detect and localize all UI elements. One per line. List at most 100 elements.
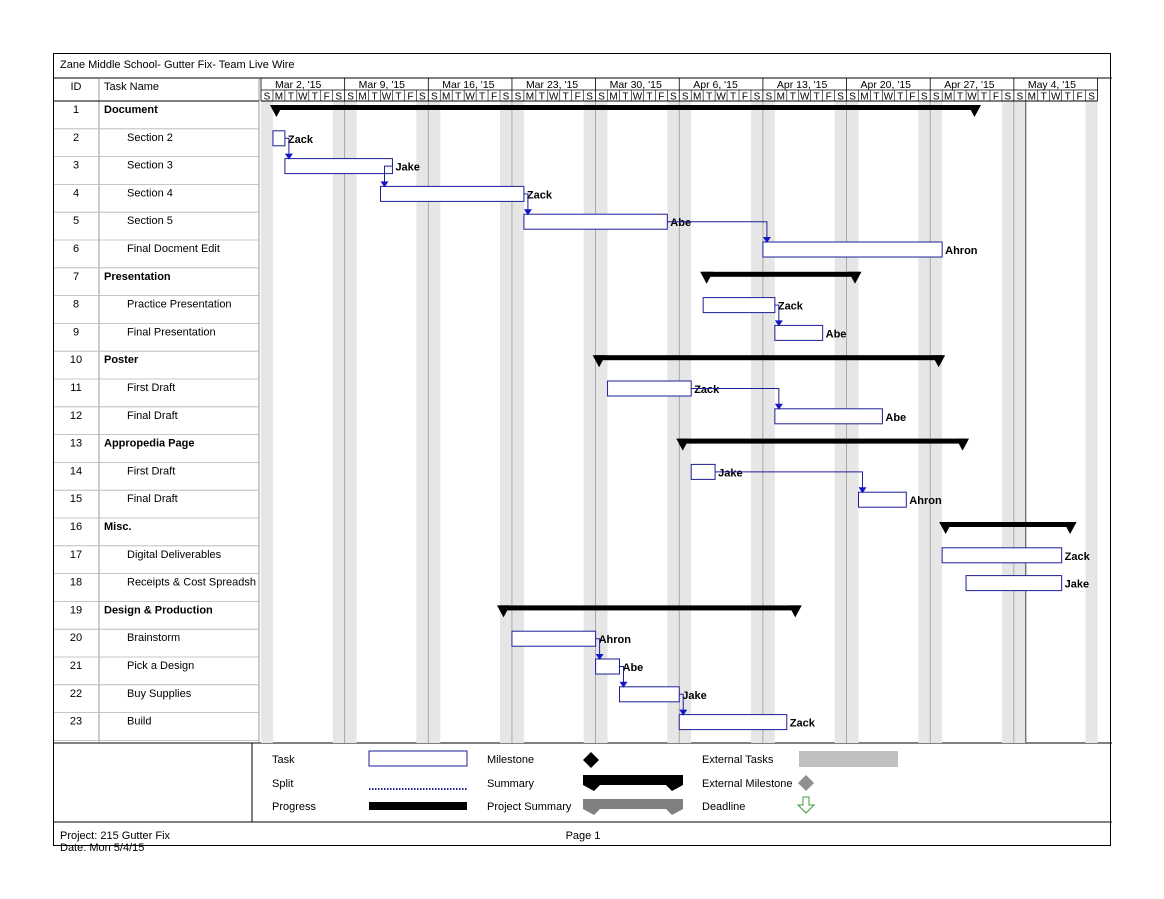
weekend-band <box>511 101 524 743</box>
task-id: 19 <box>70 604 82 616</box>
weekend-band <box>918 101 931 743</box>
task-id: 9 <box>73 326 79 338</box>
day-letter: M <box>358 92 366 103</box>
weekend-band <box>332 101 345 743</box>
day-letter: S <box>754 92 761 103</box>
task-id: 2 <box>73 132 79 144</box>
day-letter: T <box>873 92 879 103</box>
task-name: Misc. <box>104 521 132 533</box>
resource-label: Abe <box>826 328 847 340</box>
day-letter: F <box>742 92 748 103</box>
task-id: 17 <box>70 549 82 561</box>
id-column-header: ID <box>71 81 82 93</box>
legend-label: External Milestone <box>702 778 793 790</box>
day-letter: M <box>275 92 283 103</box>
weekend-band <box>1085 101 1098 743</box>
day-letter: T <box>288 92 294 103</box>
dependency-arrowhead <box>284 153 293 160</box>
task-id: 22 <box>70 688 82 700</box>
day-letter: M <box>442 92 450 103</box>
gantt-report-frame: Zane Middle School- Gutter Fix- Team Liv… <box>53 53 1112 854</box>
weekend-band <box>583 101 596 743</box>
day-letter: W <box>800 92 810 103</box>
day-letter: F <box>491 92 497 103</box>
page-number: Page 1 <box>565 830 601 842</box>
dependency-arrowhead <box>762 237 771 243</box>
summary-bar-end-cap <box>1063 522 1077 534</box>
task-name: Buy Supplies <box>127 688 192 700</box>
day-letter: S <box>419 92 426 103</box>
dependency-arrowhead <box>523 209 532 216</box>
dependency-link <box>774 304 780 322</box>
task-id: 1 <box>73 104 79 116</box>
task-bar <box>595 658 620 675</box>
day-letter: T <box>622 92 628 103</box>
task-bar <box>511 630 597 647</box>
day-letter: T <box>312 92 318 103</box>
weekend-band <box>416 101 429 743</box>
task-name: Final Docment Edit <box>127 243 220 255</box>
task-id: 16 <box>70 521 82 533</box>
week-label: Mar 16, '15 <box>442 79 494 91</box>
task-id: 14 <box>70 465 82 477</box>
day-letter: T <box>981 92 987 103</box>
dependency-arrowhead <box>679 709 688 716</box>
task-bar <box>858 491 907 508</box>
day-letter: T <box>371 92 377 103</box>
day-letter: W <box>716 92 726 103</box>
day-letter: S <box>264 92 271 103</box>
resource-label: Zack <box>778 301 804 313</box>
summary-bar-start-cap <box>497 605 510 618</box>
task-id: 21 <box>70 660 82 672</box>
task-name-column-header: Task Name <box>104 81 159 93</box>
legend-project-summary-swatch <box>583 799 683 815</box>
task-name: Appropedia Page <box>104 438 194 450</box>
task-id: 13 <box>70 438 82 450</box>
task-id: 8 <box>73 299 79 311</box>
day-letter: T <box>897 92 903 103</box>
dependency-link <box>284 137 290 155</box>
day-letter: S <box>766 92 773 103</box>
weekend-band <box>1001 101 1014 743</box>
day-letter: S <box>598 92 605 103</box>
day-letter: T <box>1065 92 1071 103</box>
resource-label: Jake <box>1065 579 1089 591</box>
resource-label: Ahron <box>909 495 942 507</box>
day-letter: T <box>957 92 963 103</box>
legend-label: Deadline <box>702 801 745 813</box>
day-letter: S <box>503 92 510 103</box>
day-letter: M <box>860 92 868 103</box>
resource-label: Zack <box>288 134 314 146</box>
task-bar <box>690 463 716 480</box>
task-name: Practice Presentation <box>127 299 232 311</box>
day-letter: T <box>539 92 545 103</box>
day-letter: F <box>407 92 413 103</box>
summary-bar <box>500 605 799 611</box>
task-name: Section 5 <box>127 215 173 227</box>
task-name: Pick a Design <box>127 660 194 672</box>
summary-bar-start-cap <box>700 271 714 284</box>
day-letter: W <box>1051 92 1061 103</box>
legend-progress-swatch <box>369 802 467 810</box>
task-id: 20 <box>70 632 82 644</box>
task-id: 7 <box>73 271 79 283</box>
resource-label: Abe <box>670 217 691 229</box>
dependency-link <box>595 638 601 655</box>
day-letter: T <box>395 92 401 103</box>
task-id: 4 <box>73 187 79 199</box>
day-letter: S <box>933 92 940 103</box>
resource-label: Zack <box>694 384 720 396</box>
legend-milestone-swatch <box>583 752 599 768</box>
dependency-arrowhead <box>858 487 867 494</box>
summary-bar <box>703 271 859 277</box>
task-bar <box>678 714 788 731</box>
day-letter: S <box>515 92 522 103</box>
day-letter: S <box>347 92 354 103</box>
day-letter: W <box>967 92 977 103</box>
dependency-link <box>667 221 768 238</box>
day-letter: W <box>549 92 559 103</box>
weekend-band <box>667 101 680 743</box>
legend-label: Split <box>272 778 293 790</box>
